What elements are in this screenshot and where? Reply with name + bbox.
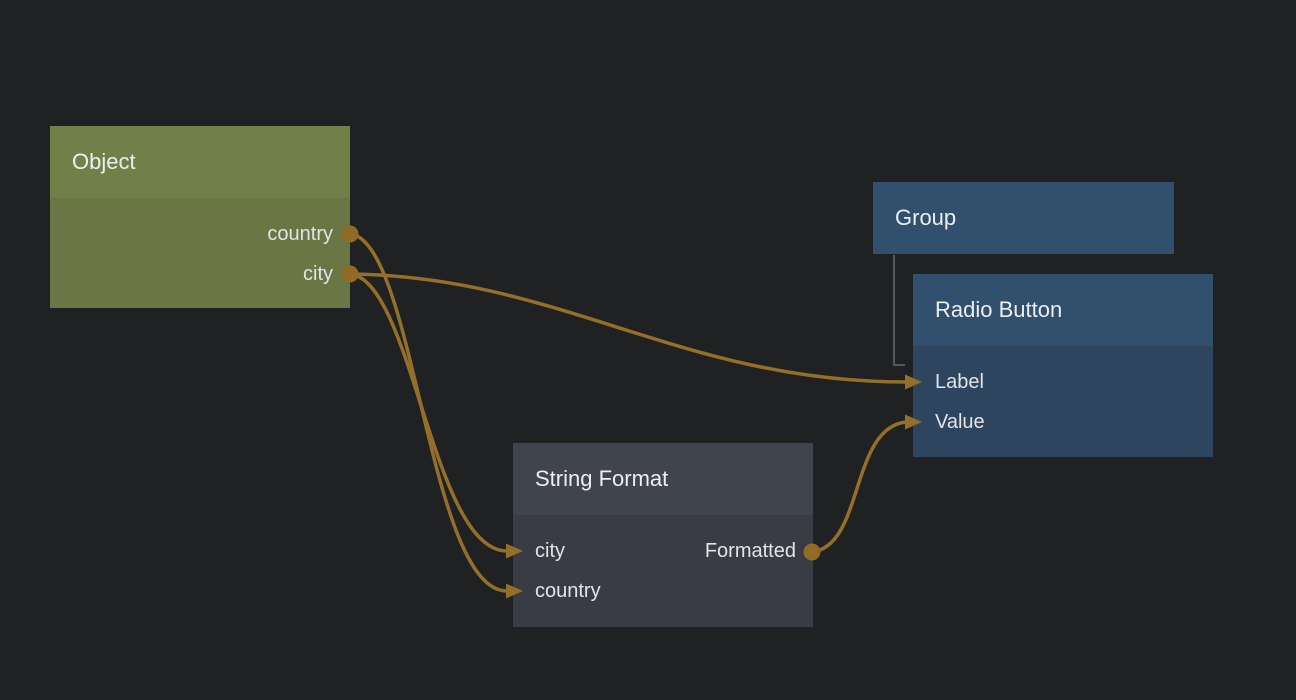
port-object-city-label: city (303, 262, 333, 285)
node-string-format-title: String Format (535, 466, 669, 491)
node-string-format-header[interactable]: String Format (513, 443, 813, 515)
port-object-country-label: country (267, 222, 333, 245)
port-string-format-country[interactable]: country (513, 571, 813, 611)
node-radio-button-header[interactable]: Radio Button (913, 274, 1213, 346)
port-string-format-formatted-label: Formatted (704, 539, 796, 562)
link-object-city-to-string-format-city[interactable] (348, 272, 509, 553)
node-group-title: Group (895, 205, 957, 230)
node-group[interactable]: Group (873, 182, 1174, 254)
node-string-format-body: city Formatted country (513, 515, 813, 627)
port-string-format-city[interactable]: city Formatted (513, 531, 813, 571)
port-object-city[interactable]: city (50, 254, 350, 294)
port-object-country[interactable]: country (50, 214, 350, 254)
port-radio-button-label[interactable]: Label (913, 362, 1213, 402)
link-object-city-to-radio-button-label[interactable] (348, 272, 908, 384)
node-object-header[interactable]: Object (50, 126, 350, 198)
node-object-title: Object (72, 149, 136, 174)
port-radio-button-label-text: Label (935, 370, 984, 393)
group-child-connector (893, 255, 905, 366)
node-object-body: country city (50, 198, 350, 308)
port-radio-button-value[interactable]: Value (913, 402, 1213, 442)
link-string-format-formatted-to-radio-button-value[interactable] (810, 420, 908, 554)
link-object-country-to-string-format-country[interactable] (348, 232, 509, 593)
node-group-header[interactable]: Group (873, 182, 1174, 254)
port-string-format-country-label: country (535, 579, 601, 602)
node-object[interactable]: Object country city (50, 126, 350, 308)
port-radio-button-value-text: Value (935, 410, 985, 433)
port-string-format-city-label: city (535, 539, 565, 562)
node-radio-button-body: Label Value (913, 346, 1213, 457)
node-radio-button-title: Radio Button (935, 297, 1063, 322)
node-string-format[interactable]: String Format city Formatted country (513, 443, 813, 627)
node-radio-button[interactable]: Radio Button Label Value (913, 274, 1213, 457)
